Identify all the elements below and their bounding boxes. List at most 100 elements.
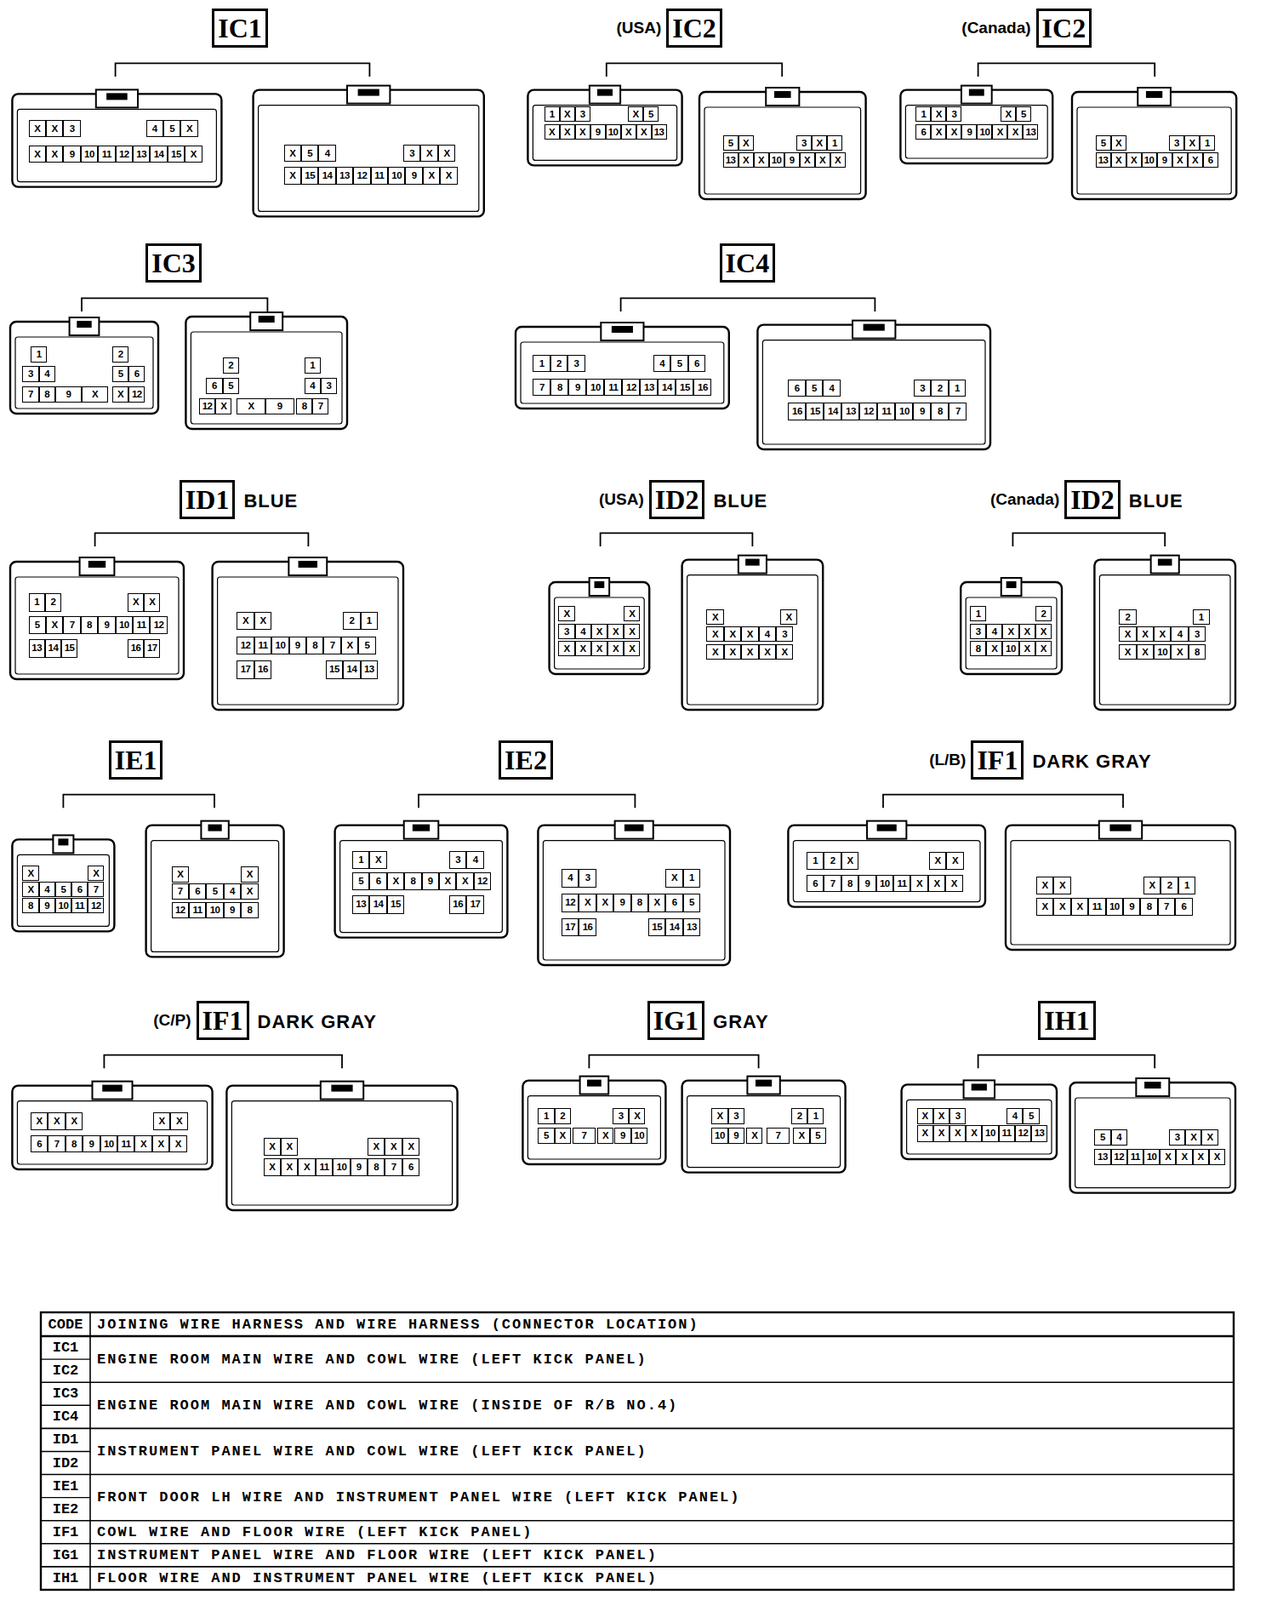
pin-number: X: [544, 124, 560, 140]
latch-tab: [611, 325, 633, 333]
pin-number: X: [578, 893, 596, 913]
pin-number: 10: [332, 1157, 350, 1175]
pin-number: 12: [621, 378, 640, 396]
connector-housing: [335, 825, 508, 938]
pin-number: 9: [97, 615, 115, 635]
pin-number: X: [724, 644, 742, 660]
pin-number: 3: [946, 106, 962, 122]
pin-number: 5: [809, 1127, 827, 1144]
pin-number: X: [263, 1157, 281, 1175]
pin-number: 5: [222, 377, 240, 394]
pin-number: X: [554, 1127, 571, 1144]
pin-number: X: [738, 152, 754, 168]
pin-number: 7: [572, 1127, 595, 1144]
pin-number: X: [841, 851, 859, 869]
pin-number: 3: [1169, 1129, 1186, 1146]
connector-latch: [580, 1076, 610, 1095]
housing-inner-wall: [1075, 1097, 1231, 1188]
market-label: (Canada): [990, 490, 1060, 509]
connector-housing: [699, 91, 867, 200]
pin-number: 1: [807, 1107, 824, 1124]
pin-number: X: [1201, 1129, 1218, 1146]
pin-number: X: [1111, 135, 1127, 151]
latch-tab: [106, 92, 128, 100]
pair-bracket: [103, 1055, 343, 1069]
housing-inner-wall: [15, 576, 179, 674]
market-label: (USA): [615, 18, 662, 38]
pin-number: X: [623, 640, 640, 656]
pin-number: X: [284, 144, 302, 162]
table-description-cell: FLOOR WIRE AND INSTRUMENT PANEL WIRE (LE…: [96, 1569, 658, 1586]
latch-tab: [755, 1079, 772, 1087]
pin-number: 10: [1106, 897, 1124, 915]
pin-number: 5: [1095, 135, 1112, 151]
connector-latch: [96, 89, 138, 108]
pin-number: 1: [304, 357, 321, 374]
pin-number: X: [1126, 152, 1142, 168]
pin-number: X: [1036, 897, 1054, 915]
pin-number: X: [746, 1127, 763, 1144]
pin-number: X: [284, 166, 302, 184]
latch-tab: [1157, 558, 1173, 566]
pin-number: 11: [893, 874, 911, 892]
housing-inner-wall: [217, 576, 399, 705]
pin-number: 14: [318, 166, 336, 184]
pin-number: X: [1185, 1129, 1202, 1146]
pin-number: 5: [1022, 1107, 1039, 1124]
pin-number: 6: [402, 1157, 420, 1175]
pin-number: 10: [586, 378, 605, 396]
pin-number: 3: [775, 626, 793, 642]
pin-number: 8: [22, 897, 39, 913]
pair-bracket: [418, 794, 635, 809]
pin-number: X: [706, 609, 724, 625]
housing-color: DARK GRAY: [1032, 750, 1152, 773]
latch-tab: [1006, 581, 1017, 588]
pin-number: X: [949, 1124, 966, 1141]
pin-number: 4: [1006, 1107, 1023, 1124]
pin-number: 13: [28, 638, 46, 658]
pin-number: 8: [550, 378, 569, 396]
latch-tab: [745, 558, 760, 566]
pin-number: X: [171, 866, 189, 883]
table-code-cell: IE1: [52, 1477, 80, 1495]
pin-number: 6: [1174, 897, 1192, 915]
connector-latch: [615, 821, 654, 839]
pin-number: X: [930, 106, 947, 122]
pin-number: 3: [578, 868, 596, 888]
pin-number: 2: [1035, 605, 1052, 622]
pin-number: X: [946, 124, 962, 140]
pin-number: X: [1136, 644, 1154, 660]
connector-latch: [852, 320, 896, 339]
pin-number: 6: [688, 354, 706, 372]
connector-code-box: IE2: [498, 740, 554, 780]
pin-number: 6: [369, 872, 387, 891]
pin-number: 9: [350, 1157, 368, 1175]
pin-number: 9: [422, 872, 440, 891]
pair-bracket: [115, 62, 371, 77]
pin-number: X: [280, 1137, 298, 1155]
housing-inner-wall: [687, 1095, 841, 1168]
pin-number: X: [184, 145, 202, 163]
pin-number: X: [986, 640, 1003, 656]
housing-color: BLUE: [243, 490, 298, 513]
pin-number: X: [263, 1137, 281, 1155]
pin-number: X: [47, 1112, 65, 1130]
pin-number: 3: [1188, 626, 1206, 642]
pin-number: 1: [537, 1107, 554, 1124]
connector-latch: [1001, 577, 1022, 596]
pin-number: 16: [449, 895, 467, 914]
pin-number: 4: [986, 623, 1003, 639]
table-row-line: [40, 1519, 1234, 1522]
pin-number: 1: [826, 135, 843, 151]
pin-number: 4: [39, 881, 56, 897]
pin-number: 12: [353, 166, 371, 184]
connector-latch: [963, 1079, 995, 1098]
connector-code-box: ID2: [649, 479, 706, 519]
pin-number: X: [738, 135, 754, 151]
latch-tab: [258, 315, 275, 323]
pin-number: 2: [554, 1107, 571, 1124]
connector-housing: [146, 825, 285, 958]
connector-latch: [765, 87, 799, 106]
table-code-cell: IE2: [52, 1500, 80, 1517]
pin-number: 1: [969, 605, 987, 622]
